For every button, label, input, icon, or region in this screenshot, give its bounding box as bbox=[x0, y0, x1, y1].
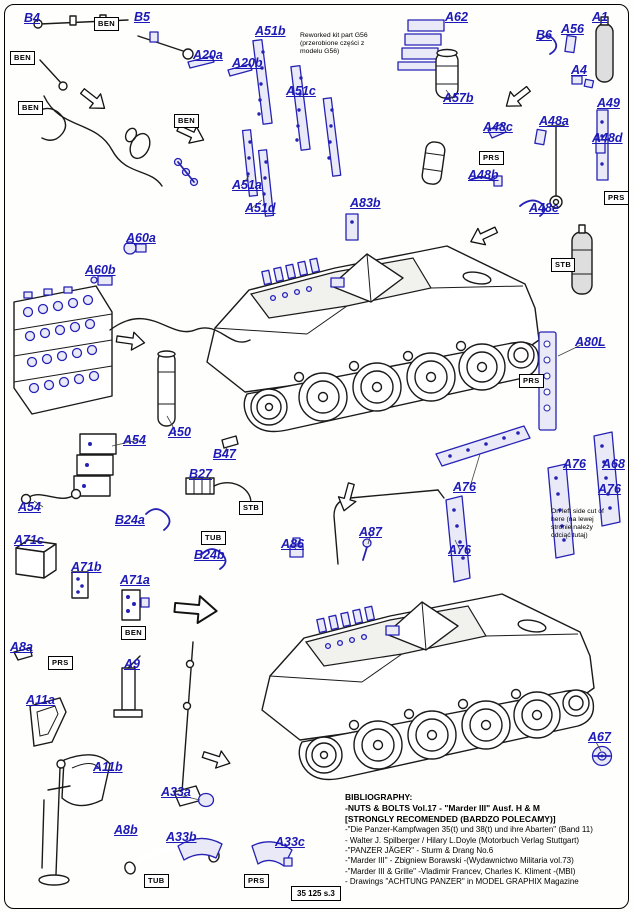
part-label-a50: A50 bbox=[168, 425, 191, 439]
part-label-a51d: A51d bbox=[245, 201, 276, 215]
bibliography-line-6: -"PANZER JÄGER" - Sturm & Drang No.6 bbox=[345, 845, 494, 855]
stamp-box-ben: BEN bbox=[94, 17, 120, 31]
part-label-a51a: A51a bbox=[232, 178, 262, 192]
part-label-b24b: B24b bbox=[194, 548, 225, 562]
part-label-a71b: A71b bbox=[71, 560, 102, 574]
part-label-a11a: A11a bbox=[26, 693, 55, 707]
bibliography-line-4: -"Die Panzer-Kampfwagen 35(t) und 38(t) … bbox=[345, 825, 593, 835]
parts-top-right bbox=[469, 16, 614, 295]
stamp-box-tub: TUB bbox=[201, 531, 226, 545]
stamp-box-prs: PRS bbox=[604, 191, 629, 205]
part-label-a57b: A57b bbox=[443, 91, 474, 105]
part-label-a86: A86 bbox=[281, 537, 304, 551]
bibliography-line-3: [STRONGLY RECOMENDED (BARDZO POLECAMY)] bbox=[345, 814, 556, 825]
parts-ammo-rack bbox=[13, 241, 251, 497]
bibliography-line-7: -"Marder III" - Zbigniew Borawski -(Wyda… bbox=[345, 856, 574, 866]
stamp-box-prs: PRS bbox=[479, 151, 504, 165]
bibliography-line-5: - Walter J. Spilberger / Hilary L.Doyle … bbox=[345, 835, 580, 845]
part-label-b6: B6 bbox=[536, 28, 552, 42]
part-label-a8b: A8b bbox=[114, 823, 138, 837]
stamp-box-ben: BEN bbox=[18, 101, 44, 115]
part-label-a48d: A48d bbox=[592, 131, 623, 145]
diagram-note-1: Reworked kit part G56 (przerobione częśc… bbox=[300, 32, 368, 56]
leader-lines bbox=[33, 89, 602, 801]
parts-left-lower bbox=[13, 539, 203, 886]
sheet-number-box: 35 125 s.3 bbox=[291, 886, 341, 901]
part-label-b47: B47 bbox=[213, 447, 236, 461]
stamp-box-ben: BEN bbox=[121, 626, 147, 640]
part-label-a51b: A51b bbox=[255, 24, 286, 38]
part-label-a20a: A20a bbox=[193, 48, 223, 62]
part-label-a51c: A51c bbox=[286, 84, 316, 98]
part-label-a80l: A80L bbox=[575, 335, 606, 349]
bibliography-line-1: BIBLIOGRAPHY: bbox=[345, 792, 413, 802]
part-label-a71c: A71c bbox=[14, 533, 44, 547]
part-label-a8a: A8a bbox=[10, 640, 33, 654]
part-label-a33b: A33b bbox=[166, 830, 197, 844]
part-label-a11b: A11b bbox=[93, 760, 123, 774]
stamp-box-ben: BEN bbox=[10, 51, 36, 65]
part-label-a48c: A48c bbox=[483, 120, 513, 134]
part-label-a76: A76 bbox=[448, 543, 471, 557]
stamp-box-ben: BEN bbox=[174, 114, 200, 128]
bibliography-line-2: -NUTS & BOLTS Vol.17 - "Marder III" Ausf… bbox=[345, 803, 540, 814]
bibliography-block: BIBLIOGRAPHY:-NUTS & BOLTS Vol.17 - "Mar… bbox=[345, 792, 593, 887]
stamp-box-prs: PRS bbox=[48, 656, 73, 670]
parts-a62-cylinders bbox=[397, 19, 459, 185]
stamp-box-prs: PRS bbox=[244, 874, 269, 888]
part-label-a33c: A33c bbox=[275, 835, 305, 849]
stamp-box-stb: STB bbox=[239, 501, 264, 515]
tank-hull-upper bbox=[206, 245, 540, 433]
part-label-a76: A76 bbox=[563, 457, 586, 471]
part-label-b27: B27 bbox=[189, 467, 212, 481]
part-label-b5: B5 bbox=[134, 10, 150, 24]
part-label-a67: A67 bbox=[588, 730, 611, 744]
bibliography-line-8: -"Marder III & Grille" -Vladimir Francev… bbox=[345, 866, 576, 876]
part-label-a60b: A60b bbox=[85, 263, 116, 277]
part-label-a56: A56 bbox=[561, 22, 584, 36]
part-label-b4: B4 bbox=[24, 11, 40, 25]
tank-hull-lower bbox=[261, 593, 595, 781]
stamp-box-stb: STB bbox=[551, 258, 576, 272]
part-label-a54: A54 bbox=[123, 433, 146, 447]
parts-a51-strips bbox=[187, 39, 359, 241]
part-label-a76: A76 bbox=[453, 480, 476, 494]
part-label-b24a: B24a bbox=[115, 513, 145, 527]
stamp-box-prs: PRS bbox=[519, 374, 544, 388]
part-label-a48e: A48e bbox=[529, 201, 559, 215]
diagram-note-2: On left side cut of here (na lewej stron… bbox=[551, 508, 604, 540]
part-label-a76: A76 bbox=[598, 482, 621, 496]
part-label-a87: A87 bbox=[359, 525, 382, 539]
stamp-box-tub: TUB bbox=[144, 874, 169, 888]
part-label-a4: A4 bbox=[571, 63, 587, 77]
part-label-a54: A54 bbox=[18, 500, 41, 514]
part-label-a9: A9 bbox=[124, 657, 140, 671]
part-label-a48a: A48a bbox=[539, 114, 569, 128]
part-label-a62: A62 bbox=[445, 10, 468, 24]
part-label-a71a: A71a bbox=[120, 573, 150, 587]
part-label-a33a: A33a bbox=[161, 785, 191, 799]
part-label-a83b: A83b bbox=[350, 196, 381, 210]
part-label-a49: A49 bbox=[597, 96, 620, 110]
part-label-a20b: A20b bbox=[232, 56, 263, 70]
bibliography-line-9: - Drawings "ACHTUNG PANZER" in MODEL GRA… bbox=[345, 877, 579, 887]
part-label-a68: A68 bbox=[602, 457, 625, 471]
part-label-a48b: A48b bbox=[468, 168, 499, 182]
parts-mid bbox=[20, 435, 445, 570]
parts-top-left bbox=[33, 14, 199, 187]
part-label-a60a: A60a bbox=[126, 231, 156, 245]
part-label-a1: A1 bbox=[592, 10, 608, 24]
